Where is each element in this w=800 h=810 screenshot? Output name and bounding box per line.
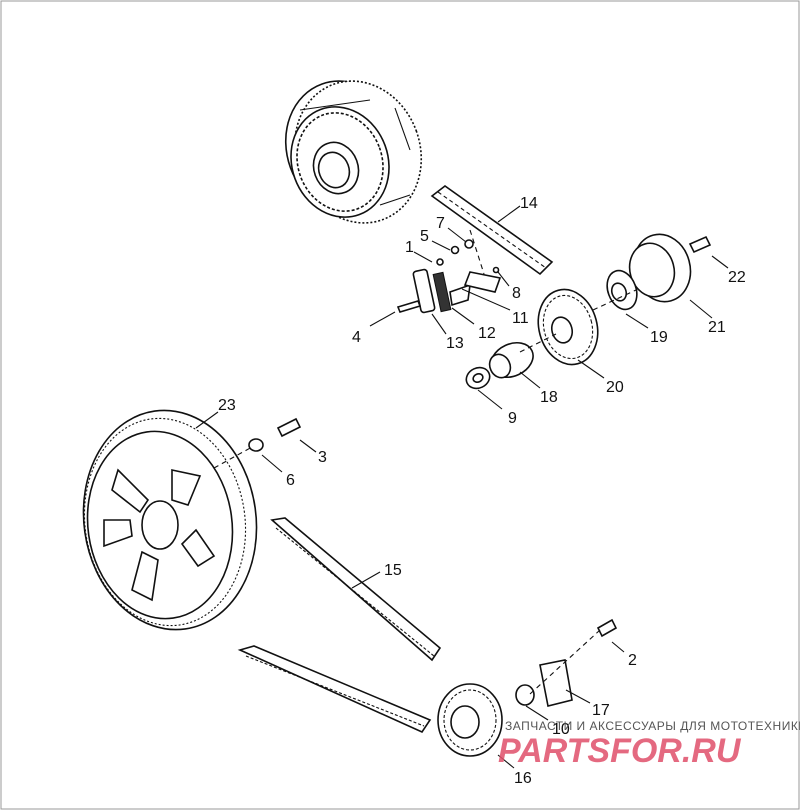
callout-11: 11 [512,310,529,327]
callout-22: 22 [728,269,746,286]
callout-12: 12 [478,325,496,342]
callout-23: 23 [218,397,236,414]
compensator-cover-group [606,233,712,311]
callout-7: 7 [436,215,445,232]
callout-14: 14 [520,195,538,212]
clutch-shell-assembly [284,80,423,224]
callout-21: 21 [708,319,726,336]
callout-18: 18 [540,389,558,406]
callout-9: 9 [508,410,517,427]
callout-6: 6 [286,472,295,489]
callout-5: 5 [420,228,429,245]
compensator-sprocket [537,288,599,366]
callout-labels: 1 2 3 4 5 6 7 8 9 10 11 12 13 14 15 16 1… [218,195,746,787]
callout-13: 13 [446,335,464,352]
callout-15: 15 [384,562,402,579]
assembly-centerlines [469,229,637,695]
transmission-sprocket-group [437,618,618,757]
callout-2: 2 [628,652,637,669]
pulley-bolt-and-washer [213,417,302,469]
callout-10: 10 [552,721,570,738]
sliding-cam-and-washer [465,341,534,390]
callout-8: 8 [512,285,521,302]
watermark: ЗАПЧАСТИ И АКСЕССУАРЫ ДЛЯ МОТОТЕХНИКИ PA… [498,719,800,770]
callout-3: 3 [318,449,327,466]
rear-belt-pulley [82,409,258,631]
callout-16: 16 [514,770,532,787]
watermark-tagline: ЗАПЧАСТИ И АКСЕССУАРЫ ДЛЯ МОТОТЕХНИКИ [505,719,800,733]
callout-4: 4 [352,329,361,346]
watermark-logo: PARTSFOR.RU [498,732,742,770]
callout-20: 20 [606,379,624,396]
callout-19: 19 [650,329,668,346]
callout-17: 17 [592,702,610,719]
callout-leaders [195,205,729,769]
secondary-drive-belt [237,517,442,734]
primary-chain [430,185,554,276]
callout-1: 1 [405,239,414,256]
